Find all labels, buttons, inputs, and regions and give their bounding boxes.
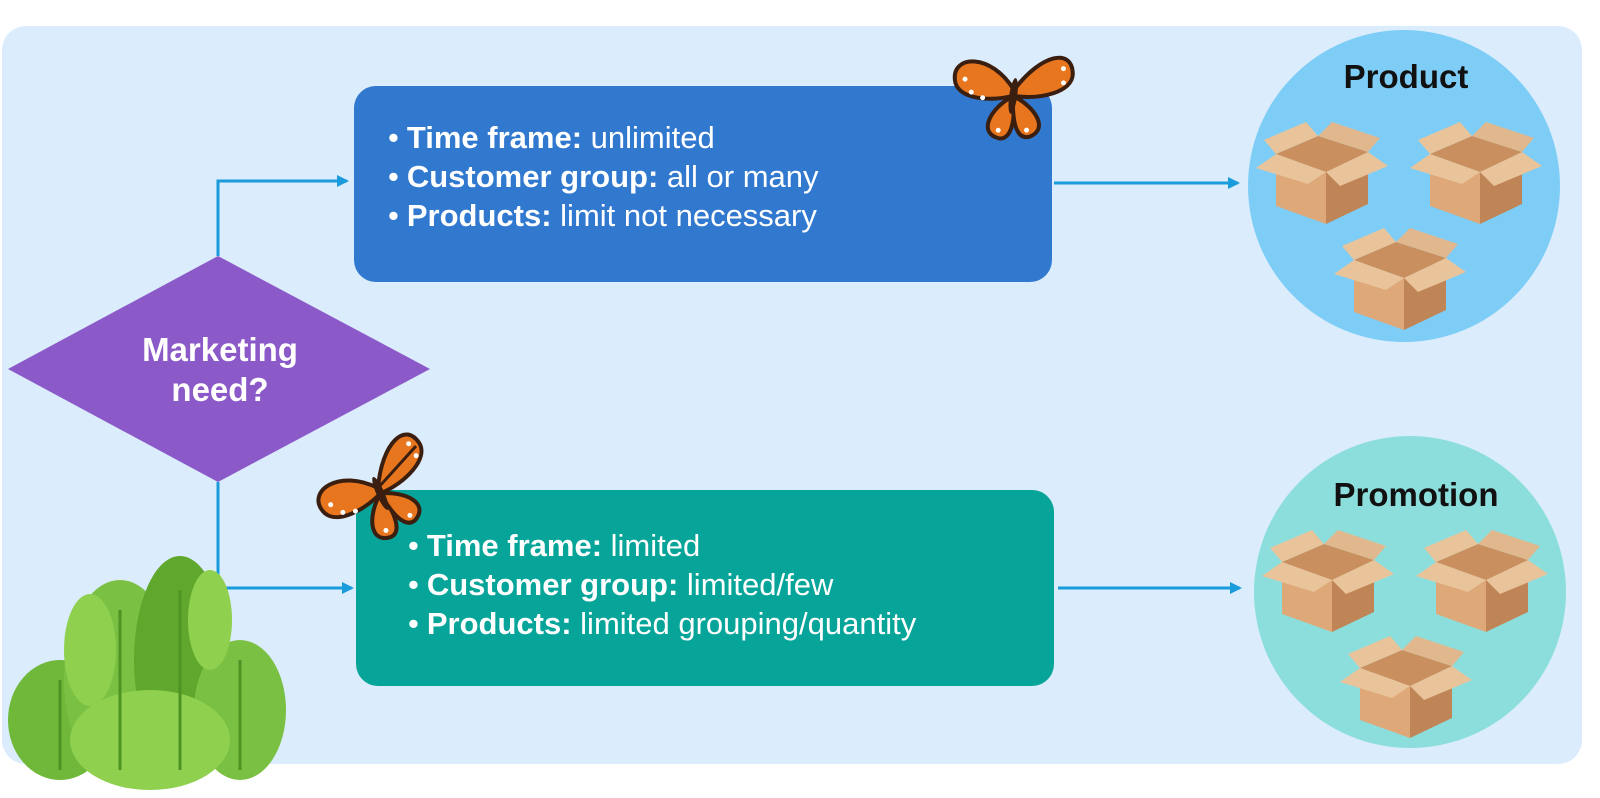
list-item: •Customer group: limited/few — [408, 567, 834, 602]
top-criteria-box: •Time frame: unlimited •Customer group: … — [354, 86, 1052, 282]
top-criteria-list: •Time frame: unlimited •Customer group: … — [388, 118, 1052, 235]
decision-label: Marketing need? — [100, 330, 340, 410]
bottom-criteria-list: •Time frame: limited •Customer group: li… — [408, 526, 1054, 643]
decision-label-line: need? — [171, 371, 269, 408]
list-item: •Time frame: limited — [408, 528, 701, 563]
decision-label-line: Marketing — [142, 331, 298, 368]
decision-diamond — [8, 256, 430, 482]
promotion-circle — [1254, 436, 1566, 748]
bush-icon — [8, 556, 286, 790]
list-item: •Time frame: unlimited — [388, 120, 715, 155]
list-item: •Products: limit not necessary — [388, 198, 817, 233]
product-circle — [1248, 30, 1560, 342]
promotion-label: Promotion — [1333, 476, 1499, 513]
bottom-criteria-box: •Time frame: limited •Customer group: li… — [356, 490, 1054, 686]
list-item: •Products: limited grouping/quantity — [408, 606, 917, 641]
product-label: Product — [1343, 58, 1469, 95]
list-item: •Customer group: all or many — [388, 159, 819, 194]
